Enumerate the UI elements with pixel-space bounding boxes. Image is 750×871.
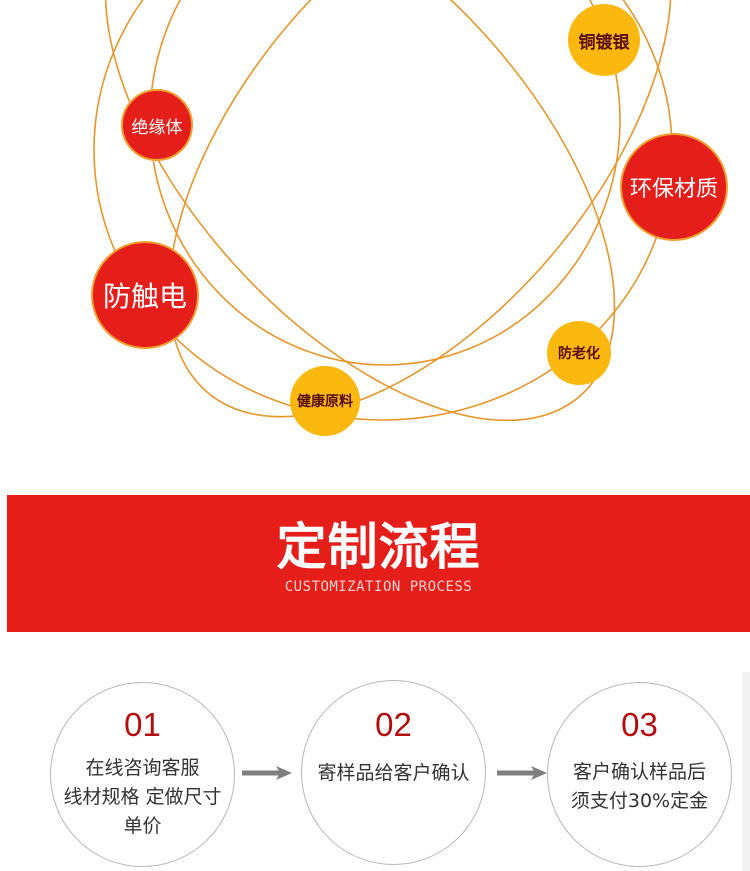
feature-label: 铜镀银 <box>578 32 630 53</box>
step-number: 01 <box>124 706 161 743</box>
process-step-1: 01 在线咨询客服 线材规格 定做尺寸 单价 <box>50 682 235 867</box>
step-text: 在线咨询客服 线材规格 定做尺寸 单价 <box>51 754 234 841</box>
step-text-line: 线材规格 定做尺寸 <box>63 786 222 808</box>
step-number: 02 <box>375 706 412 743</box>
orbit-lines <box>93 0 673 422</box>
process-step-2: 02 寄样品给客户确认 <box>301 680 486 865</box>
feature-diagram: 铜镀银 绝缘体 环保材质 防触电 防老化 健康原料 <box>91 0 728 436</box>
step-text-line: 须支付30%定金 <box>570 790 709 812</box>
section-banner: 定制流程 CUSTOMIZATION PROCESS <box>7 495 750 632</box>
step-text: 寄样品给客户确认 <box>302 759 485 788</box>
right-arrow-icon <box>242 766 292 780</box>
feature-healthy-material: 健康原料 <box>290 366 360 436</box>
feature-label: 绝缘体 <box>131 117 183 138</box>
banner-subtitle: CUSTOMIZATION PROCESS <box>284 579 473 595</box>
feature-label: 防老化 <box>558 346 600 362</box>
step-text-line: 单价 <box>123 815 162 837</box>
side-strip <box>742 672 750 871</box>
step-text: 客户确认样品后 须支付30%定金 <box>548 758 731 816</box>
feature-copper-silver: 铜镀银 <box>568 4 640 76</box>
feature-eco-material: 环保材质 <box>620 133 728 241</box>
step-text-line: 客户确认样品后 <box>572 761 706 783</box>
feature-label: 防触电 <box>102 280 187 313</box>
right-arrow-icon <box>497 766 547 780</box>
feature-label: 健康原料 <box>297 394 353 410</box>
feature-anti-aging: 防老化 <box>547 321 611 385</box>
feature-anti-shock: 防触电 <box>91 241 199 349</box>
process-step-3: 03 客户确认样品后 须支付30%定金 <box>547 682 732 867</box>
step-number: 03 <box>621 706 658 743</box>
step-text-line: 在线咨询客服 <box>85 757 200 779</box>
step-text-line: 寄样品给客户确认 <box>317 762 470 784</box>
feature-label: 环保材质 <box>629 177 718 202</box>
feature-insulator: 绝缘体 <box>121 89 193 161</box>
banner-title: 定制流程 <box>276 517 481 576</box>
